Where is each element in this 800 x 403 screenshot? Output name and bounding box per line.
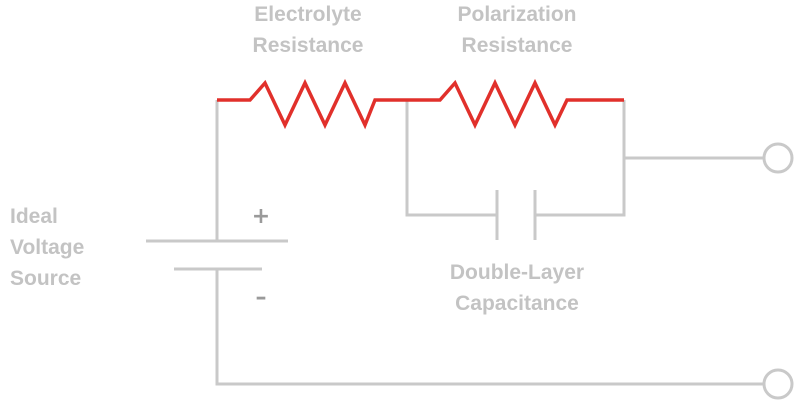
output-terminal-bottom[interactable]: [762, 368, 794, 400]
resistor-chain: [217, 78, 624, 130]
electrolyte-label-line2: Resistance: [253, 34, 364, 57]
output-terminal-top[interactable]: [762, 142, 794, 174]
capacitance-label-line1: Double-Layer: [450, 261, 584, 284]
voltage-source-label-line2: Voltage: [10, 236, 84, 259]
voltage-source-label-line1: Ideal: [10, 205, 58, 228]
electrolyte-label-line1: Electrolyte: [254, 3, 361, 26]
capacitor-left-wire: [405, 100, 497, 217]
capacitor-right-wire: [535, 100, 626, 217]
bottom-wire: [215, 270, 764, 386]
voltage-source-label-line3: Source: [10, 267, 81, 290]
polarization-label-line1: Polarization: [457, 3, 576, 26]
capacitance-label-line2: Capacitance: [455, 292, 579, 315]
polarization-label-line2: Resistance: [462, 34, 573, 57]
negative-sign: –: [256, 285, 267, 310]
positive-sign: +: [252, 204, 270, 229]
